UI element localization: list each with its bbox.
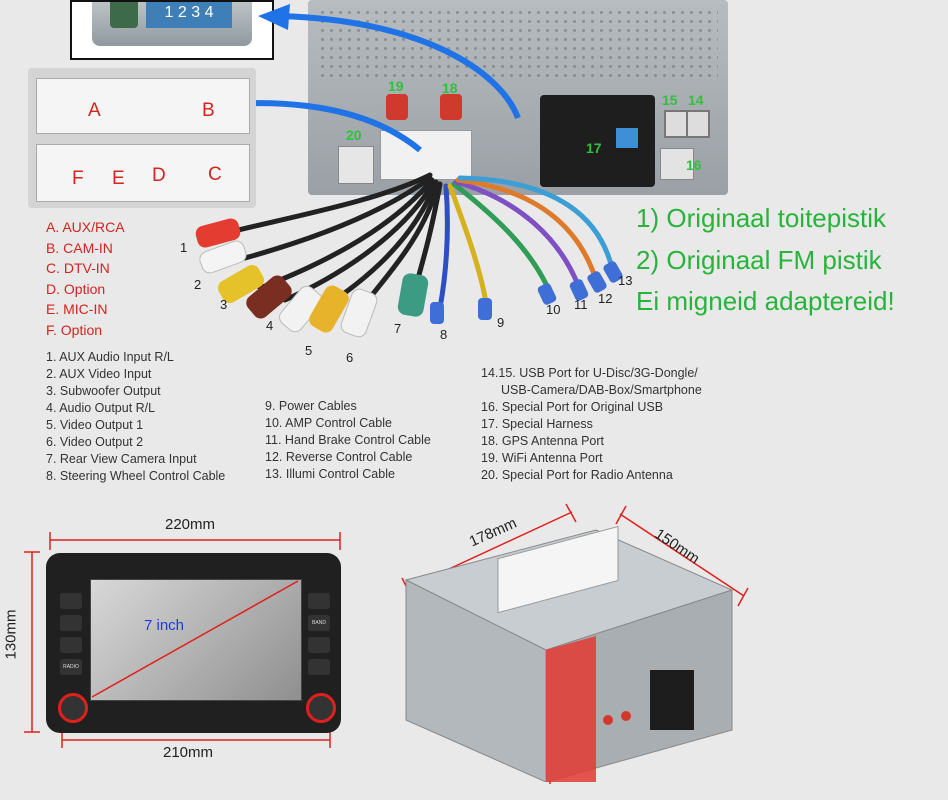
- volume-knob[interactable]: [58, 693, 88, 723]
- usb-port-blue-block: 1 2 3 4: [146, 2, 232, 28]
- cable-number-1: 1: [180, 240, 188, 255]
- cable-number-7: 7: [394, 321, 402, 336]
- legend-item: 5. Video Output 1: [46, 418, 144, 432]
- left-button-2[interactable]: [60, 615, 82, 631]
- cable-number-10: 10: [546, 302, 561, 317]
- legend-item: 9. Power Cables: [265, 399, 357, 413]
- band-button[interactable]: BAND: [308, 615, 330, 631]
- usb-port-photo: 1 2 3 4: [92, 2, 252, 46]
- port-label-16: 16: [686, 157, 702, 173]
- connector-list-item: E. MIC-IN: [46, 301, 108, 317]
- screen-size-label: 7 inch: [144, 617, 185, 634]
- connector-row-bottom: [36, 144, 250, 202]
- legend-item: 2. AUX Video Input: [46, 367, 152, 381]
- legend-item: 19. WiFi Antenna Port: [481, 451, 603, 465]
- cable-number-6: 6: [346, 350, 354, 365]
- legend-item: 14.15. USB Port for U-Disc/3G-Dongle/: [481, 366, 698, 380]
- cable-bundle: [195, 172, 623, 338]
- port-label-17: 17: [586, 140, 602, 156]
- left-button-3[interactable]: [60, 637, 82, 653]
- connector-letter-b: B: [202, 100, 215, 121]
- connector-closeup: [28, 68, 256, 208]
- cable-number-8: 8: [440, 327, 448, 342]
- front-head-unit: 7 inch RADIO BAND: [46, 553, 341, 733]
- connector-letter-a: A: [88, 100, 101, 121]
- radio-antenna-port: [338, 146, 374, 184]
- port-label-14: 14: [688, 92, 704, 108]
- legend-item: 18. GPS Antenna Port: [481, 434, 604, 448]
- rear-unit-vents: [318, 8, 718, 78]
- connector-list-item: C. DTV-IN: [46, 260, 110, 276]
- legend-item: 7. Rear View Camera Input: [46, 452, 197, 466]
- legend-column-1: 1. AUX Audio Input R/L 2. AUX Video Inpu…: [46, 349, 225, 485]
- cable-number-11: 11: [574, 297, 588, 312]
- connector-list: A. AUX/RCA B. CAM-IN C. DTV-IN D. Option…: [46, 217, 125, 340]
- front-width-bottom: 210mm: [163, 744, 214, 761]
- cable-number-4: 4: [266, 318, 274, 333]
- legend-item: 4. Audio Output R/L: [46, 401, 156, 415]
- right-button-3[interactable]: [308, 637, 330, 653]
- rear-unit-photo: [308, 0, 728, 195]
- note-original-power: 1) Originaal toitepistik: [636, 203, 886, 233]
- legend-column-3: 14.15. USB Port for U-Disc/3G-Dongle/ US…: [481, 365, 702, 484]
- cable-number-9: 9: [497, 315, 505, 330]
- port-label-19: 19: [388, 78, 404, 94]
- band-button-label: BAND: [312, 620, 326, 626]
- connector-letter-f: F: [72, 168, 84, 189]
- legend-item: 20. Special Port for Radio Antenna: [481, 468, 673, 482]
- connector-letter-d: D: [152, 165, 166, 186]
- legend-column-2: 9. Power Cables 10. AMP Control Cable 11…: [265, 398, 431, 483]
- port-label-20: 20: [346, 127, 362, 143]
- legend-item: 17. Special Harness: [481, 417, 593, 431]
- port-label-15: 15: [662, 92, 678, 108]
- note-no-adapters: Ei migneid adaptereid!: [636, 286, 895, 316]
- gps-antenna-connector: [440, 94, 462, 120]
- original-usb-port: [660, 148, 694, 180]
- tune-knob[interactable]: [306, 693, 336, 723]
- cable-number-2: 2: [194, 277, 202, 292]
- screen-diagonal: [91, 580, 299, 698]
- legend-item: 10. AMP Control Cable: [265, 416, 392, 430]
- radio-button-label: RADIO: [63, 664, 79, 670]
- main-plug-block: [380, 130, 472, 180]
- radio-button[interactable]: RADIO: [60, 659, 82, 675]
- legend-item: 11. Hand Brake Control Cable: [265, 433, 431, 447]
- legend-item: 6. Video Output 2: [46, 435, 144, 449]
- cable-number-12: 12: [598, 291, 613, 306]
- usb-port-green-tab: [110, 2, 138, 28]
- legend-item: 3. Subwoofer Output: [46, 384, 161, 398]
- connector-list-item: B. CAM-IN: [46, 239, 113, 256]
- cable-number-13: 13: [618, 273, 633, 288]
- port-label-18: 18: [442, 80, 458, 96]
- cable-number-3: 3: [220, 297, 228, 312]
- front-width-top: 220mm: [165, 516, 216, 533]
- connector-list-item: A. AUX/RCA: [46, 219, 125, 235]
- usb-port-14: [686, 110, 710, 138]
- usb-port-inset: 1 2 3 4: [70, 0, 274, 60]
- harness-blue-chip: [616, 128, 638, 148]
- wifi-antenna-connector: [386, 94, 408, 120]
- legend-item: 12. Reverse Control Cable: [265, 450, 413, 464]
- gps-button[interactable]: [308, 593, 330, 609]
- legend-item: 13. Illumi Control Cable: [265, 467, 395, 481]
- front-height: 130mm: [2, 609, 20, 660]
- left-button-1[interactable]: [60, 593, 82, 609]
- legend-item: USB-Camera/DAB-Box/Smartphone: [501, 383, 702, 397]
- rear-3d-unit: [396, 520, 736, 783]
- right-button-4[interactable]: [308, 659, 330, 675]
- cable-number-5: 5: [305, 343, 313, 358]
- front-dimension-lines: [24, 532, 341, 748]
- legend-item: 16. Special Port for Original USB: [481, 400, 664, 414]
- connector-list-item: D. Option: [46, 280, 106, 297]
- legend-item: 1. AUX Audio Input R/L: [46, 350, 174, 364]
- note-original-fm: 2) Originaal FM pistik: [636, 245, 882, 275]
- legend-item: 8. Steering Wheel Control Cable: [46, 469, 226, 483]
- connector-list-item: F. Option: [46, 321, 103, 338]
- usb-port-15: [664, 110, 688, 138]
- rear-3d-body: [404, 525, 734, 783]
- connector-letter-c: C: [208, 164, 222, 185]
- connector-row-top: [36, 78, 250, 134]
- usb-port-digits: 1 2 3 4: [164, 4, 214, 21]
- connector-letter-e: E: [112, 168, 125, 189]
